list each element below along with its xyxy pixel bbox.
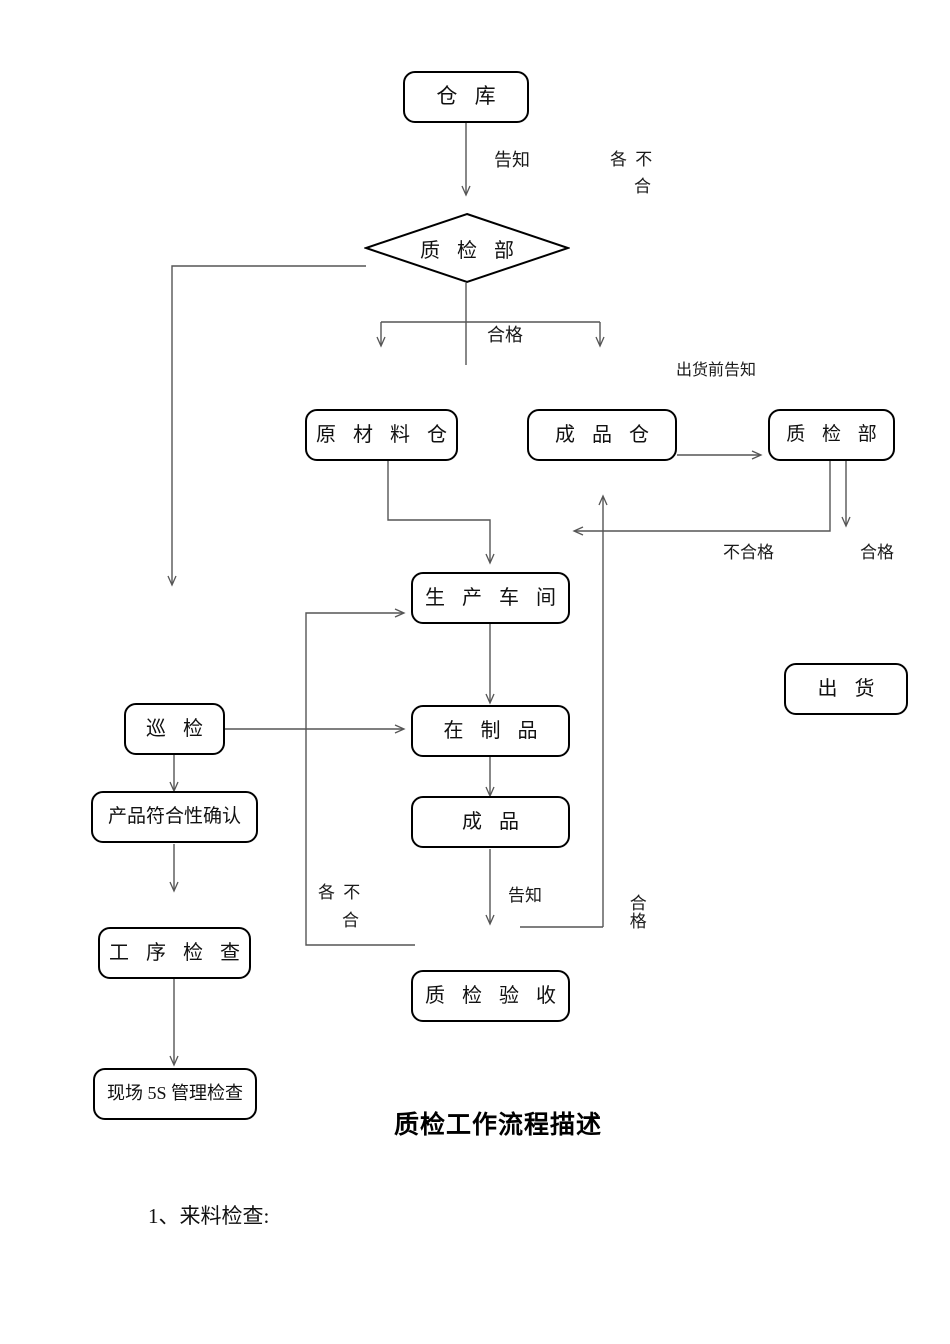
edge-label-nonconform-top-line2: 合 — [634, 177, 651, 196]
edge-label-nonconform-mid-line2: 合 — [342, 911, 359, 930]
node-raw-material-label: 原 材 料 仓 — [316, 424, 453, 446]
node-patrol[interactable]: 巡 检 — [124, 703, 225, 755]
qualified-vertical-char-1: 合 — [629, 894, 647, 913]
edge-raw-to-workshop — [387, 461, 495, 565]
node-finished-goods[interactable]: 成 品 — [411, 796, 570, 848]
node-warehouse[interactable]: 仓 库 — [403, 71, 529, 123]
node-wip[interactable]: 在 制 品 — [411, 705, 570, 757]
edge-label-nonconform-top-line1: 各 不 — [610, 150, 655, 169]
edge-label-qualified-vertical: 合 格 — [628, 895, 648, 931]
edge-label-notify-bottom: 告知 — [508, 886, 542, 905]
node-qc-acceptance[interactable]: 质 检 验 收 — [411, 970, 570, 1022]
node-qc-dept-diamond-label: 质 检 部 — [420, 239, 520, 262]
node-warehouse-label: 仓 库 — [436, 84, 502, 109]
qualified-vertical-char-2: 格 — [629, 911, 647, 931]
node-shipment[interactable]: 出 货 — [784, 663, 908, 715]
node-raw-material[interactable]: 原 材 料 仓 — [305, 409, 458, 461]
node-process-check-label: 工 序 检 查 — [109, 942, 246, 964]
node-shipment-label: 出 货 — [817, 678, 881, 700]
node-qc-dept-box[interactable]: 质 检 部 — [768, 409, 895, 461]
node-process-check[interactable]: 工 序 检 查 — [98, 927, 251, 979]
diamond-shape — [362, 212, 572, 284]
node-wip-label: 在 制 品 — [443, 720, 544, 742]
node-conformity-label: 产品符合性确认 — [107, 805, 241, 827]
edge-label-nonconform-right: 不合格 — [723, 543, 774, 562]
edge-label-qualified-split: 合格 — [487, 325, 523, 345]
node-qc-acceptance-label: 质 检 验 收 — [425, 985, 562, 1007]
edge-label-notify-top: 告知 — [494, 150, 530, 170]
edge-qcdept-nonconform-left — [572, 455, 831, 536]
edge-label-nonconform-mid-line1: 各 不 — [318, 883, 363, 902]
node-conformity[interactable]: 产品符合性确认 — [91, 791, 258, 843]
edge-label-qualified-right: 合格 — [860, 543, 894, 562]
node-site-5s[interactable]: 现场 5S 管理检查 — [93, 1068, 257, 1120]
node-finished-store-label: 成 品 仓 — [555, 424, 655, 446]
page-title: 质检工作流程描述 — [394, 1112, 603, 1139]
node-site-5s-label: 现场 5S 管理检查 — [106, 1083, 243, 1104]
node-finished-store[interactable]: 成 品 仓 — [527, 409, 677, 461]
node-patrol-label: 巡 检 — [146, 718, 209, 740]
node-qc-dept-box-label: 质 检 部 — [786, 423, 883, 445]
edge-label-notify-before-shipment: 出货前告知 — [676, 362, 757, 379]
node-finished-goods-label: 成 品 — [462, 811, 525, 833]
node-qc-dept-diamond[interactable]: 质 检 部 — [362, 212, 572, 284]
node-workshop-label: 生 产 车 间 — [425, 587, 562, 609]
document-list-item-1: 1、来料检查: — [148, 1204, 270, 1228]
node-workshop[interactable]: 生 产 车 间 — [411, 572, 570, 624]
